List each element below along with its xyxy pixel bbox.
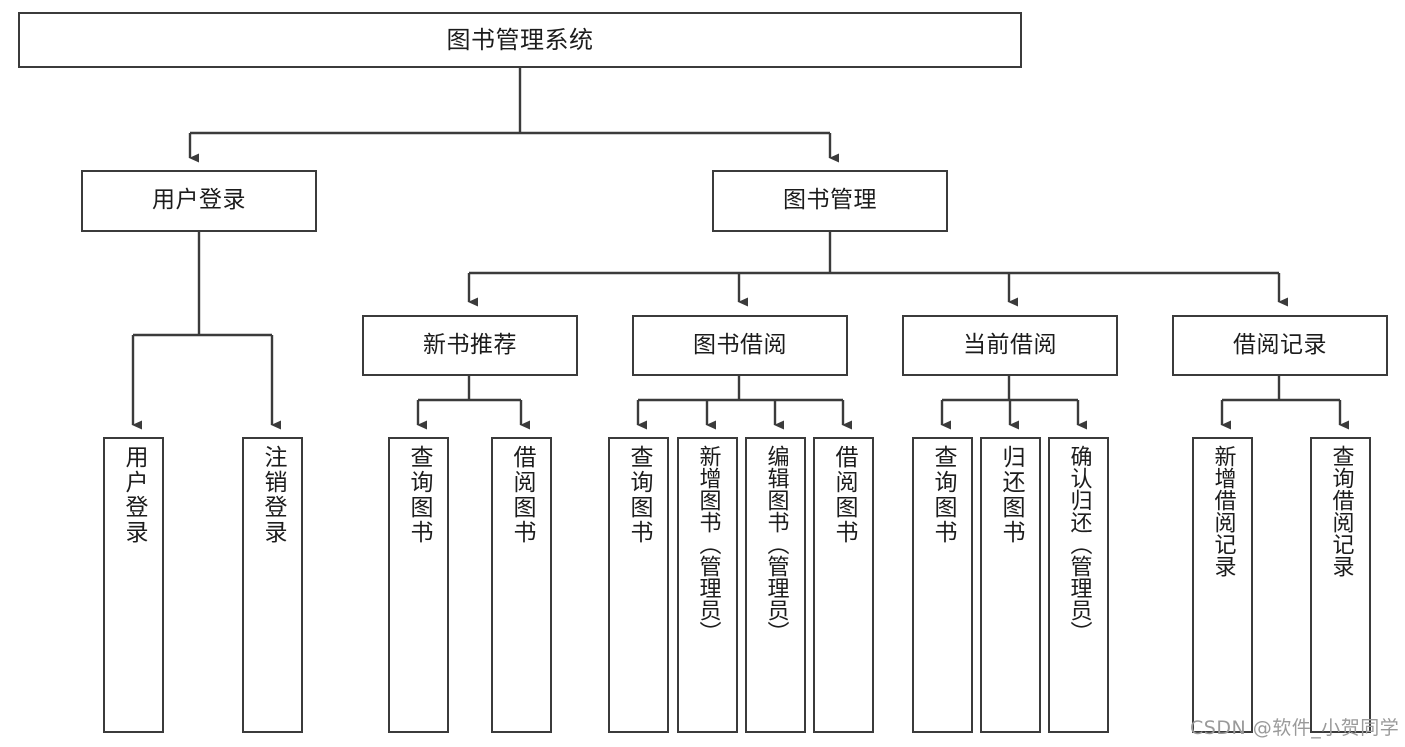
node-root[interactable]: 图书管理系统: [18, 12, 1022, 68]
node-leaf-borrow-book-2[interactable]: 借阅图书: [813, 437, 874, 733]
node-leaf-logout-login-label: 注销登录: [260, 445, 286, 545]
node-leaf-add-record-label: 新增借阅记录: [1210, 445, 1236, 577]
node-leaf-query-book-1[interactable]: 查询图书: [388, 437, 449, 733]
node-leaf-borrow-book-2-label: 借阅图书: [831, 445, 857, 545]
node-current-borrow-label: 当前借阅: [963, 331, 1057, 358]
node-leaf-query-book-3[interactable]: 查询图书: [912, 437, 973, 733]
node-leaf-confirm-return-label: 确认归还（管理员）: [1066, 445, 1092, 643]
node-leaf-return-book-label: 归还图书: [998, 445, 1024, 545]
node-leaf-query-book-1-label: 查询图书: [406, 445, 432, 545]
node-leaf-query-book-2[interactable]: 查询图书: [608, 437, 669, 733]
node-leaf-edit-book[interactable]: 编辑图书（管理员）: [745, 437, 806, 733]
node-leaf-user-login-label: 用户登录: [121, 445, 147, 545]
node-leaf-query-record-label: 查询借阅记录: [1328, 445, 1354, 577]
node-current-borrow[interactable]: 当前借阅: [902, 315, 1118, 376]
node-leaf-borrow-book-1-label: 借阅图书: [509, 445, 535, 545]
node-borrow-record[interactable]: 借阅记录: [1172, 315, 1388, 376]
node-leaf-edit-book-label: 编辑图书（管理员）: [763, 445, 789, 643]
node-leaf-logout-login[interactable]: 注销登录: [242, 437, 303, 733]
node-root-label: 图书管理系统: [446, 25, 594, 54]
node-leaf-query-record[interactable]: 查询借阅记录: [1310, 437, 1371, 733]
node-book-manage[interactable]: 图书管理: [712, 170, 948, 232]
node-leaf-add-book-label: 新增图书（管理员）: [695, 445, 721, 643]
node-book-manage-label: 图书管理: [783, 187, 877, 214]
node-leaf-return-book[interactable]: 归还图书: [980, 437, 1041, 733]
node-leaf-query-book-2-label: 查询图书: [626, 445, 652, 545]
node-new-book-recommend-label: 新书推荐: [423, 331, 517, 358]
node-leaf-confirm-return[interactable]: 确认归还（管理员）: [1048, 437, 1109, 733]
node-leaf-borrow-book-1[interactable]: 借阅图书: [491, 437, 552, 733]
node-borrow-record-label: 借阅记录: [1233, 331, 1327, 358]
node-leaf-user-login[interactable]: 用户登录: [103, 437, 164, 733]
node-user-login-label: 用户登录: [152, 187, 246, 214]
node-leaf-add-book[interactable]: 新增图书（管理员）: [677, 437, 738, 733]
node-book-borrow-label: 图书借阅: [693, 331, 787, 358]
node-user-login[interactable]: 用户登录: [81, 170, 317, 232]
node-leaf-query-book-3-label: 查询图书: [930, 445, 956, 545]
node-book-borrow[interactable]: 图书借阅: [632, 315, 848, 376]
node-leaf-add-record[interactable]: 新增借阅记录: [1192, 437, 1253, 733]
watermark-text: CSDN @软件_小贺同学: [1190, 717, 1400, 739]
node-new-book-recommend[interactable]: 新书推荐: [362, 315, 578, 376]
